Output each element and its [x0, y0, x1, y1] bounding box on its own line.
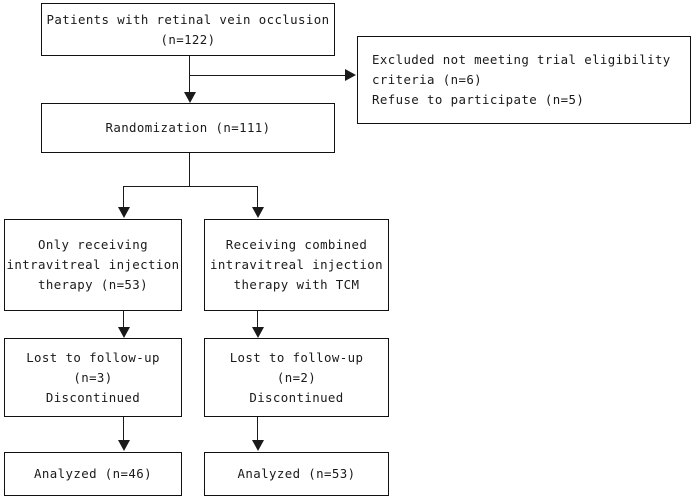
- node-arm-right: Receiving combined intravitreal injectio…: [204, 219, 389, 311]
- node-analyzed-right-line1: Analyzed (n=53): [237, 466, 356, 481]
- connector-bus-to-arm-left: [123, 186, 124, 208]
- connector-followup-right-to-analyzed-right: [257, 417, 258, 441]
- node-followup-right-line2: (n=2): [276, 369, 317, 385]
- arrowhead-followup-left-to-analyzed-left: [118, 440, 130, 451]
- node-followup-right-line1: Lost to follow-up: [229, 349, 364, 365]
- node-followup-right-line3: Discontinued: [249, 389, 344, 405]
- arrowhead-arm-left-to-followup-left: [118, 327, 130, 338]
- node-excluded-line2: criteria (n=6): [372, 72, 483, 87]
- arrowhead-bus-to-arm-left: [118, 207, 130, 218]
- connector-enrollment-to-excluded: [189, 75, 346, 76]
- node-arm-right-line1: Receiving combined: [225, 237, 368, 252]
- connector-enrollment-to-randomization: [189, 56, 190, 93]
- node-excluded-line1: Excluded not meeting trial eligibility: [372, 52, 671, 67]
- node-followup-left-line1: Lost to follow-up: [26, 349, 160, 365]
- node-arm-left-line2: intravitreal injection: [6, 257, 180, 272]
- connector-randomization-stem: [189, 153, 190, 186]
- node-randomization-line1: Randomization (n=111): [105, 120, 271, 135]
- connector-arm-left-to-followup-left: [123, 311, 124, 328]
- node-followup-right: Lost to follow-up (n=2) Discontinued: [204, 338, 389, 417]
- connector-randomization-bus: [123, 186, 257, 187]
- node-excluded: Excluded not meeting trial eligibility c…: [357, 36, 691, 124]
- node-analyzed-right: Analyzed (n=53): [204, 452, 389, 496]
- node-excluded-line3: Refuse to participate (n=5): [372, 92, 585, 107]
- node-arm-left-line3: therapy (n=53): [37, 277, 149, 292]
- node-analyzed-left: Analyzed (n=46): [4, 452, 182, 496]
- arrowhead-enrollment-to-randomization: [184, 92, 196, 103]
- arrowhead-bus-to-arm-right: [252, 207, 264, 218]
- node-enrollment-line1: Patients with retinal vein occlusion: [46, 11, 330, 27]
- node-followup-left-line3: Discontinued: [45, 389, 141, 405]
- node-followup-left: Lost to follow-up (n=3) Discontinued: [4, 338, 182, 417]
- arrowhead-followup-right-to-analyzed-right: [252, 440, 264, 451]
- arrowhead-enrollment-to-excluded: [345, 69, 356, 81]
- node-arm-left: Only receiving intravitreal injection th…: [4, 219, 182, 311]
- connector-arm-right-to-followup-right: [257, 311, 258, 328]
- node-arm-left-line1: Only receiving: [37, 237, 149, 252]
- node-followup-left-line2: (n=3): [73, 369, 113, 385]
- node-randomization: Randomization (n=111): [41, 103, 335, 153]
- arrowhead-arm-right-to-followup-right: [252, 327, 264, 338]
- node-enrollment: Patients with retinal vein occlusion (n=…: [41, 3, 335, 56]
- connector-followup-left-to-analyzed-left: [123, 417, 124, 441]
- node-arm-right-line2: intravitreal injection: [210, 257, 383, 272]
- node-enrollment-line2: (n=122): [160, 31, 216, 47]
- connector-bus-to-arm-right: [257, 186, 258, 208]
- node-arm-right-line3: therapy with TCM: [233, 277, 360, 292]
- node-analyzed-left-line1: Analyzed (n=46): [34, 466, 152, 481]
